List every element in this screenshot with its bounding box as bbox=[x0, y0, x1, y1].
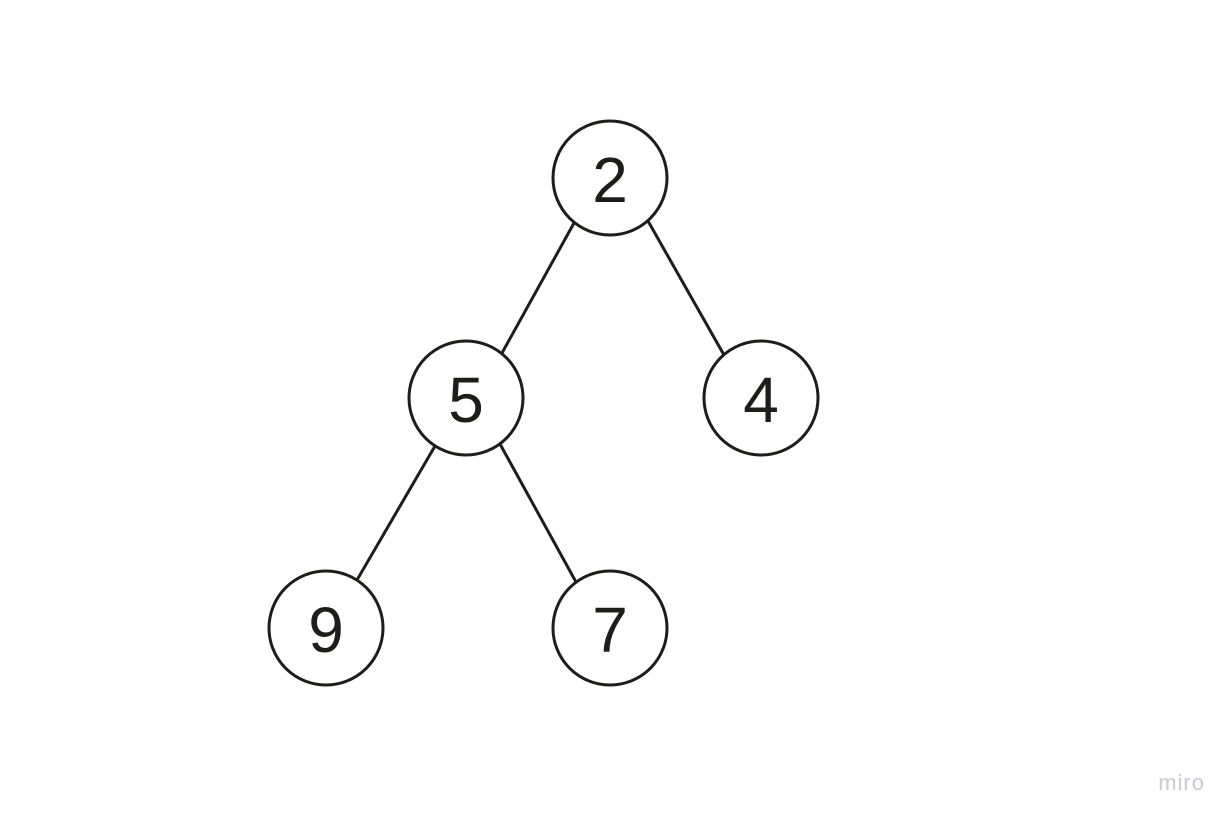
node-circle-9[interactable] bbox=[267, 569, 385, 687]
edge-5-to-9 bbox=[355, 444, 437, 582]
node-circle-4[interactable] bbox=[702, 339, 820, 457]
node-label-7: 7 bbox=[592, 594, 628, 666]
tree-node-9[interactable]: 9 bbox=[267, 569, 385, 687]
edge-5-to-7 bbox=[498, 442, 578, 584]
node-label-4: 4 bbox=[743, 364, 779, 436]
edge-group bbox=[355, 219, 726, 584]
tree-node-7[interactable]: 7 bbox=[551, 569, 669, 687]
node-circle-5[interactable] bbox=[407, 339, 525, 457]
edge-2-to-4 bbox=[646, 219, 726, 357]
node-label-9: 9 bbox=[308, 594, 344, 666]
tree-node-4[interactable]: 4 bbox=[702, 339, 820, 457]
node-label-5: 5 bbox=[448, 364, 484, 436]
tree-node-2[interactable]: 2 bbox=[551, 119, 669, 237]
miro-watermark: miro bbox=[1158, 770, 1205, 795]
tree-node-5[interactable]: 5 bbox=[407, 339, 525, 457]
node-circle-7[interactable] bbox=[551, 569, 669, 687]
edge-2-to-5 bbox=[500, 221, 576, 355]
node-circle-2[interactable] bbox=[551, 119, 669, 237]
node-label-2: 2 bbox=[592, 144, 628, 216]
node-group: 2 5 4 9 7 bbox=[267, 119, 820, 687]
